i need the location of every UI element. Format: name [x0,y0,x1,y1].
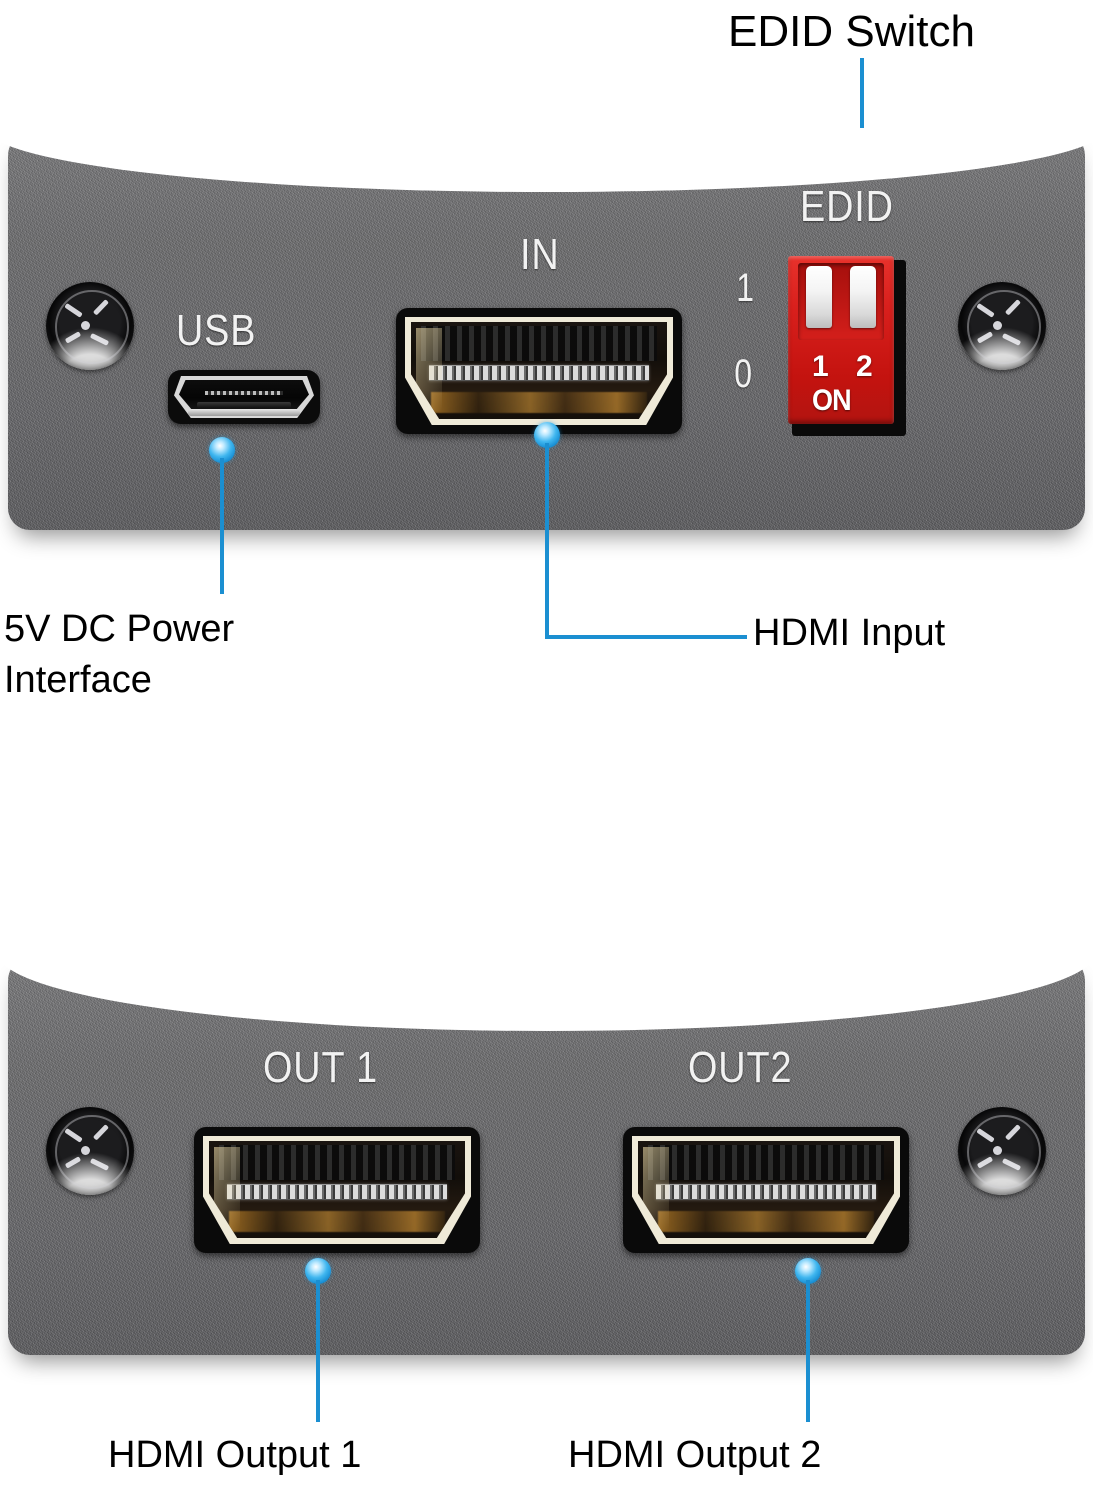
callout-label-hdmi-output-1: HDMI Output 1 [108,1434,362,1476]
dip-switch-1-number: 1 [812,350,829,383]
hdmi-out2-teeth [648,1144,884,1180]
callout-label-power: 5V DC Power Interface [4,608,235,702]
dip-on-label: ON [812,384,852,417]
edid-dip-switch[interactable]: 1 2 ON [788,256,894,424]
hdmi-out2-pins [655,1183,877,1201]
screw-front-left [46,282,134,370]
leader-line-hdmi-input-horizontal [545,635,747,639]
silkscreen-in-label: IN [520,230,560,279]
dip-switch-2-number: 2 [856,350,873,383]
silkscreen-usb-label: USB [176,306,257,355]
hdmi-out2-contacts [658,1210,874,1233]
device-rear-panel: OUT 1 OUT2 [0,953,1093,1355]
leader-line-hdmi-output-1 [316,1280,320,1422]
hdmi-input-contacts [431,391,647,414]
leader-line-hdmi-input-vertical [545,443,549,639]
hdmi-output-2-port[interactable] [623,1127,909,1253]
hdmi-out2-frame [632,1136,900,1244]
callout-label-hdmi-input: HDMI Input [753,612,946,654]
dip-position-low-label: 0 [734,352,753,396]
hdmi-out2-highlight [643,1146,669,1231]
screw-front-right [958,282,1046,370]
screw-cross-icon [958,282,1046,370]
dip-slider-2[interactable] [850,266,876,328]
screw-rear-left [46,1107,134,1195]
screw-cross-icon [46,1107,134,1195]
dip-position-high-label: 1 [736,266,755,310]
hdmi-input-pins [428,364,650,382]
hdmi-output-1-port[interactable] [194,1127,480,1253]
leader-line-power [220,458,224,594]
hdmi-out1-cavity [209,1141,465,1238]
usb-pins [205,391,283,395]
callout-dot-hdmi-output-1 [305,1258,331,1284]
hdmi-input-teeth [421,325,657,361]
micro-usb-power-port[interactable] [168,370,320,424]
panel-bottom-arch [0,953,1093,1031]
hdmi-out1-frame [203,1136,471,1244]
hdmi-out1-contacts [229,1210,445,1233]
silkscreen-out2-label: OUT2 [688,1043,793,1092]
hdmi-input-frame [405,317,673,425]
hdmi-out2-cavity [638,1141,894,1238]
hdmi-input-cavity [411,322,667,419]
leader-line-hdmi-output-2 [806,1280,810,1422]
usb-lower-lip [188,409,300,416]
screw-cross-icon [46,282,134,370]
hdmi-out1-highlight [214,1146,240,1231]
usb-tongue [197,401,291,409]
screw-cross-icon [958,1107,1046,1195]
callout-label-hdmi-output-2: HDMI Output 2 [568,1434,822,1476]
screw-rear-right [958,1107,1046,1195]
silkscreen-edid-label: EDID [800,182,894,231]
hdmi-input-port[interactable] [396,308,682,434]
callout-label-edid-switch: EDID Switch [728,7,975,56]
usb-shell [174,376,314,418]
dip-slider-1[interactable] [806,266,832,328]
hdmi-out1-pins [226,1183,448,1201]
silkscreen-out1-label: OUT 1 [263,1043,379,1092]
panel-top-arch [0,128,1093,192]
hdmi-input-highlight [416,327,442,412]
hdmi-out1-teeth [219,1144,455,1180]
leader-line-edid-switch [860,58,864,168]
callout-dot-hdmi-output-2 [795,1258,821,1284]
usb-cavity [179,380,309,413]
